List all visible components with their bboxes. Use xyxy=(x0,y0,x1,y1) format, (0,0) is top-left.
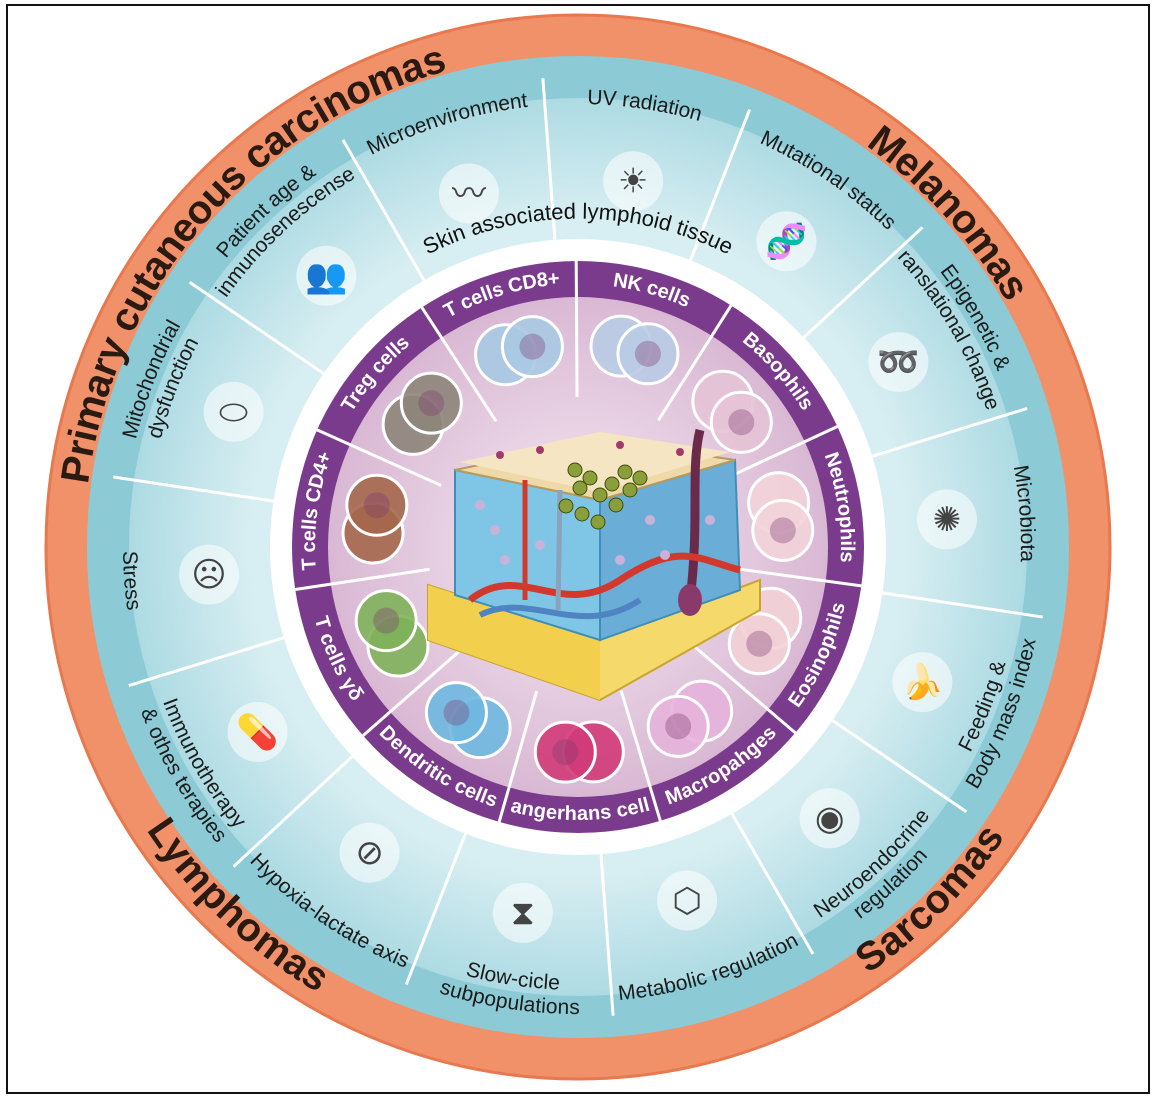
stress-icon: ☹ xyxy=(179,545,239,605)
glucose-lactate-icon: ⬡ xyxy=(657,871,717,931)
cell-icon-langerhans xyxy=(535,722,623,782)
pill-syringe-icon: 💊 xyxy=(228,702,288,762)
svg-text:☀: ☀ xyxy=(618,162,648,202)
cell-icon-cd4 xyxy=(343,475,407,563)
svg-text:⊘: ⊘ xyxy=(355,833,384,873)
cell-cycle-icon: ⧗ xyxy=(493,883,553,943)
organs-icon: ◉ xyxy=(800,788,860,848)
rna-strand-icon: ➿ xyxy=(868,332,928,392)
bacteria-icon: ✺ xyxy=(917,489,977,549)
cell-icon-neutrophils xyxy=(749,473,813,561)
svg-text:✺: ✺ xyxy=(933,500,962,540)
mitochondria-icon: ⬭ xyxy=(204,382,264,442)
svg-text:🧬: 🧬 xyxy=(765,221,807,262)
svg-text:⧗: ⧗ xyxy=(511,893,535,933)
svg-text:🍌: 🍌 xyxy=(901,663,943,703)
svg-text:☹: ☹ xyxy=(191,555,226,595)
svg-text:⬡: ⬡ xyxy=(672,881,702,921)
svg-text:⬭: ⬭ xyxy=(219,392,248,432)
food-icon: 🍌 xyxy=(892,652,952,712)
svg-text:💊: 💊 xyxy=(236,712,278,753)
cell-divider xyxy=(576,261,577,397)
svg-text:➿: ➿ xyxy=(877,343,919,383)
no-oxygen-icon: ⊘ xyxy=(340,823,400,883)
dna-icon: 🧬 xyxy=(756,211,816,271)
svg-text:〰: 〰 xyxy=(452,174,486,214)
svg-text:◉: ◉ xyxy=(815,799,845,839)
svg-text:👥: 👥 xyxy=(305,256,347,296)
elderly-people-icon: 👥 xyxy=(296,246,356,306)
